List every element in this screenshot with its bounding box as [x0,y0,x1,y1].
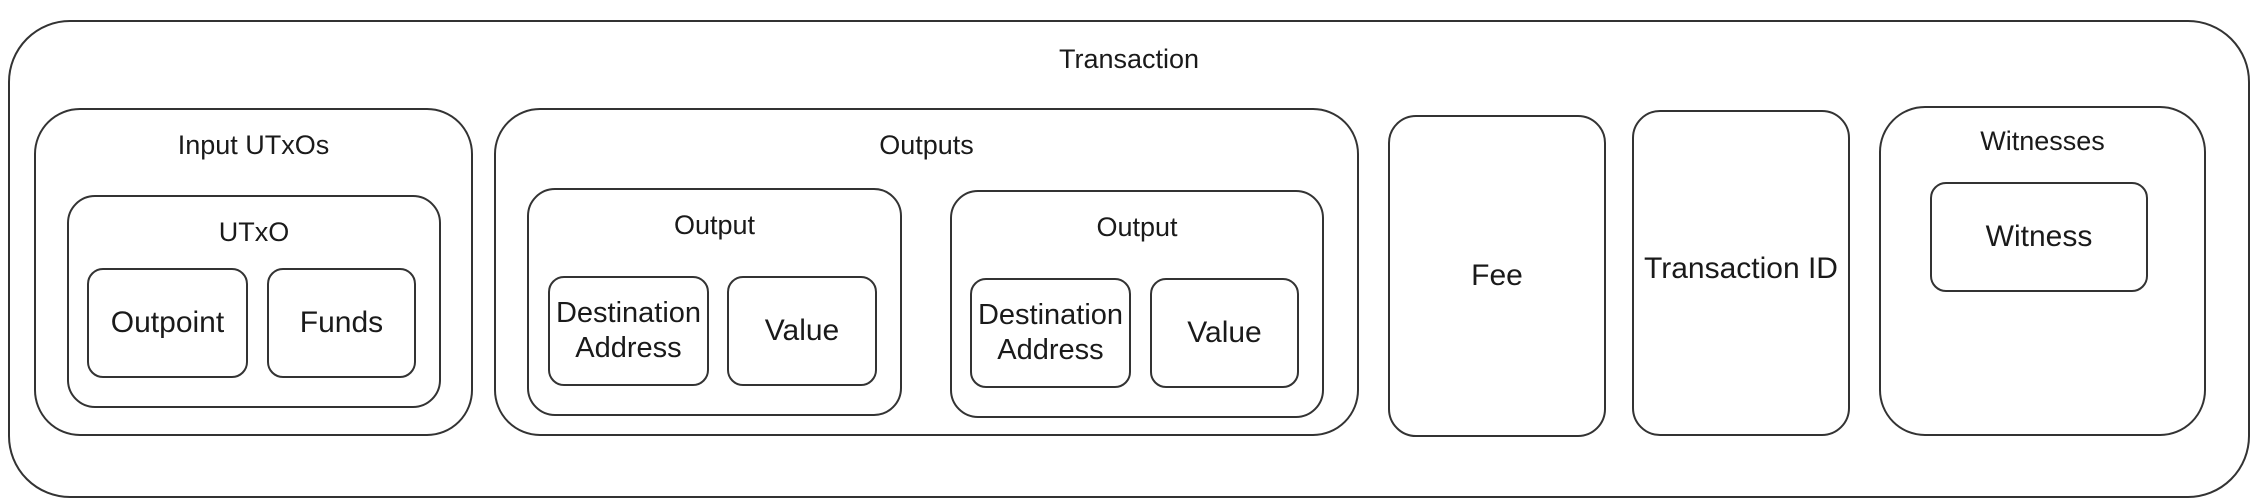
value-label: Value [1187,316,1262,349]
destination-address-box: Destination Address [970,278,1131,388]
output-title: Output [1096,212,1178,242]
witnesses-title: Witnesses [1980,126,2105,156]
destination-address-label: Destination Address [977,299,1124,366]
input-utxos-title: Input UTxOs [177,130,330,160]
value-box: Value [727,276,877,386]
value-box: Value [1150,278,1299,388]
funds-box: Funds [267,268,416,378]
fee-label: Fee [1471,259,1523,292]
transaction-id-label: Transaction ID [1644,252,1838,285]
transaction-id-box: Transaction ID [1632,110,1850,436]
destination-address-box: Destination Address [548,276,709,386]
fee-box: Fee [1388,115,1606,437]
output-title: Output [673,210,756,240]
value-label: Value [764,314,840,347]
transaction-title: Transaction [1058,44,1200,74]
witness-label: Witness [1985,220,2093,253]
outputs-title: Outputs [879,130,974,160]
utxo-title: UTxO [218,217,290,247]
witness-box: Witness [1930,182,2148,292]
destination-address-label: Destination Address [555,297,702,364]
outpoint-box: Outpoint [87,268,248,378]
outpoint-label: Outpoint [110,306,225,339]
funds-label: Funds [299,306,384,339]
